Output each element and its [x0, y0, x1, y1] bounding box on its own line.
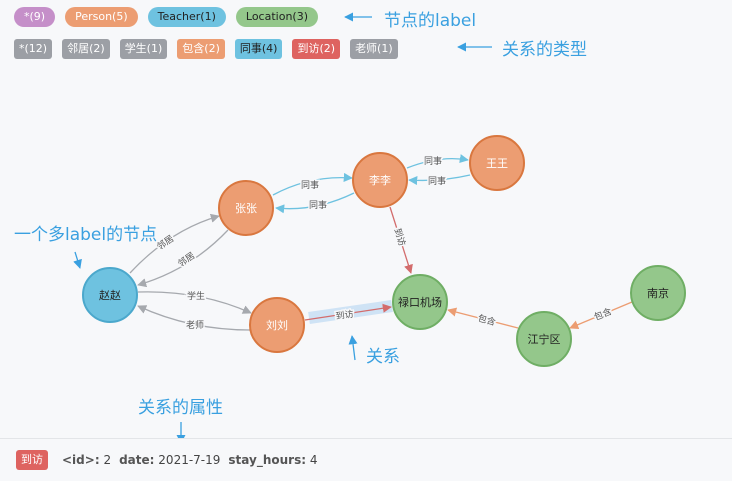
- prop-key-date: date:: [119, 453, 155, 467]
- annotation-node-label: 节点的label: [384, 11, 477, 31]
- relationship-type-tag[interactable]: *(12): [14, 39, 53, 59]
- edge-colleague[interactable]: [272, 172, 353, 196]
- properties-panel: 到访 <id>: 2 date: 2021-7-19 stay_hours: 4: [0, 438, 732, 481]
- node-nanjing[interactable]: 南京: [630, 265, 686, 321]
- prop-value-stay-hours: 4: [309, 453, 318, 467]
- edge-colleague[interactable]: [408, 174, 471, 186]
- relationship-type-tag[interactable]: 学生(1): [119, 39, 168, 59]
- edge-teacher[interactable]: [137, 305, 251, 331]
- edge-colleague[interactable]: [406, 154, 469, 169]
- relationship-type-tag[interactable]: 到访(2): [292, 39, 341, 59]
- node-liuliu[interactable]: 刘刘: [249, 297, 305, 353]
- svg-text:赵赵: 赵赵: [99, 288, 121, 302]
- edge-label: 包含: [592, 305, 613, 323]
- svg-text:南京: 南京: [647, 286, 669, 300]
- edge-label: 老师: [186, 319, 204, 331]
- node-lili[interactable]: 李李: [352, 152, 408, 208]
- edge-contain[interactable]: [447, 307, 519, 329]
- edge-label: 邻居: [154, 232, 176, 252]
- relationship-type-tag[interactable]: 邻居(2): [62, 39, 110, 59]
- relationship-type-tag[interactable]: 包含(2): [177, 39, 225, 59]
- edge-label: 同事: [424, 155, 442, 167]
- edge-neighbor[interactable]: [137, 229, 229, 288]
- svg-text:禄口机场: 禄口机场: [398, 295, 442, 309]
- edge-neighbor[interactable]: [129, 213, 220, 274]
- node-lukou-airport[interactable]: 禄口机场: [392, 274, 448, 330]
- edge-visit[interactable]: [304, 303, 392, 321]
- edge-label: 同事: [301, 179, 319, 191]
- node-label-filters: *(9) Person(5) Teacher(1) Location(3): [14, 7, 318, 27]
- relationship-type-tag[interactable]: 老师(1): [350, 39, 398, 59]
- prop-key-id: <id>:: [62, 453, 100, 467]
- edge-colleague[interactable]: [275, 192, 355, 214]
- edge-label: 同事: [428, 175, 446, 187]
- svg-text:李李: 李李: [369, 173, 391, 187]
- node-label-pill[interactable]: Location(3): [235, 7, 318, 27]
- prop-value-id: 2: [103, 453, 112, 467]
- annotation-rel-props: 关系的属性: [138, 398, 223, 418]
- annotation-arrow: [73, 251, 82, 269]
- edge-label: 到访: [391, 227, 408, 248]
- node-zhangzhang[interactable]: 张张: [218, 180, 274, 236]
- svg-text:江宁区: 江宁区: [528, 332, 561, 346]
- node-wangwang[interactable]: 王王: [469, 135, 525, 191]
- edge-label: 同事: [309, 199, 327, 211]
- node-jiangning[interactable]: 江宁区: [516, 311, 572, 367]
- annotation-rel-type: 关系的类型: [502, 40, 587, 60]
- edge-label: 邻居: [175, 249, 197, 269]
- edge-selected-highlight: [308, 300, 393, 324]
- edge-visit[interactable]: [389, 206, 413, 274]
- node-label-pill[interactable]: *(9): [14, 7, 56, 27]
- node-label-pill[interactable]: Teacher(1): [147, 7, 226, 27]
- edge-label: 学生: [187, 290, 205, 302]
- prop-key-stay-hours: stay_hours:: [228, 453, 307, 467]
- relationship-type-filters: *(12) 邻居(2) 学生(1) 包含(2) 同事(4) 到访(2) 老师(1): [14, 39, 398, 59]
- annotation-multi-label: 一个多label的节点: [14, 225, 158, 245]
- prop-value-date: 2021-7-19: [158, 453, 221, 467]
- node-zhaozhao[interactable]: 赵赵: [82, 267, 138, 323]
- relationship-type-tag[interactable]: 同事(4): [234, 39, 283, 59]
- svg-text:刘刘: 刘刘: [266, 319, 288, 332]
- node-label-pill[interactable]: Person(5): [65, 7, 138, 27]
- annotation-arrow: [348, 335, 358, 361]
- annotation-relation: 关系: [366, 347, 400, 367]
- svg-text:张张: 张张: [235, 202, 257, 215]
- selected-rel-type-tag[interactable]: 到访: [16, 450, 48, 470]
- edge-student[interactable]: [137, 291, 252, 314]
- edge-label: 包含: [477, 312, 498, 328]
- svg-text:王王: 王王: [486, 157, 508, 170]
- edge-contain[interactable]: [569, 301, 633, 330]
